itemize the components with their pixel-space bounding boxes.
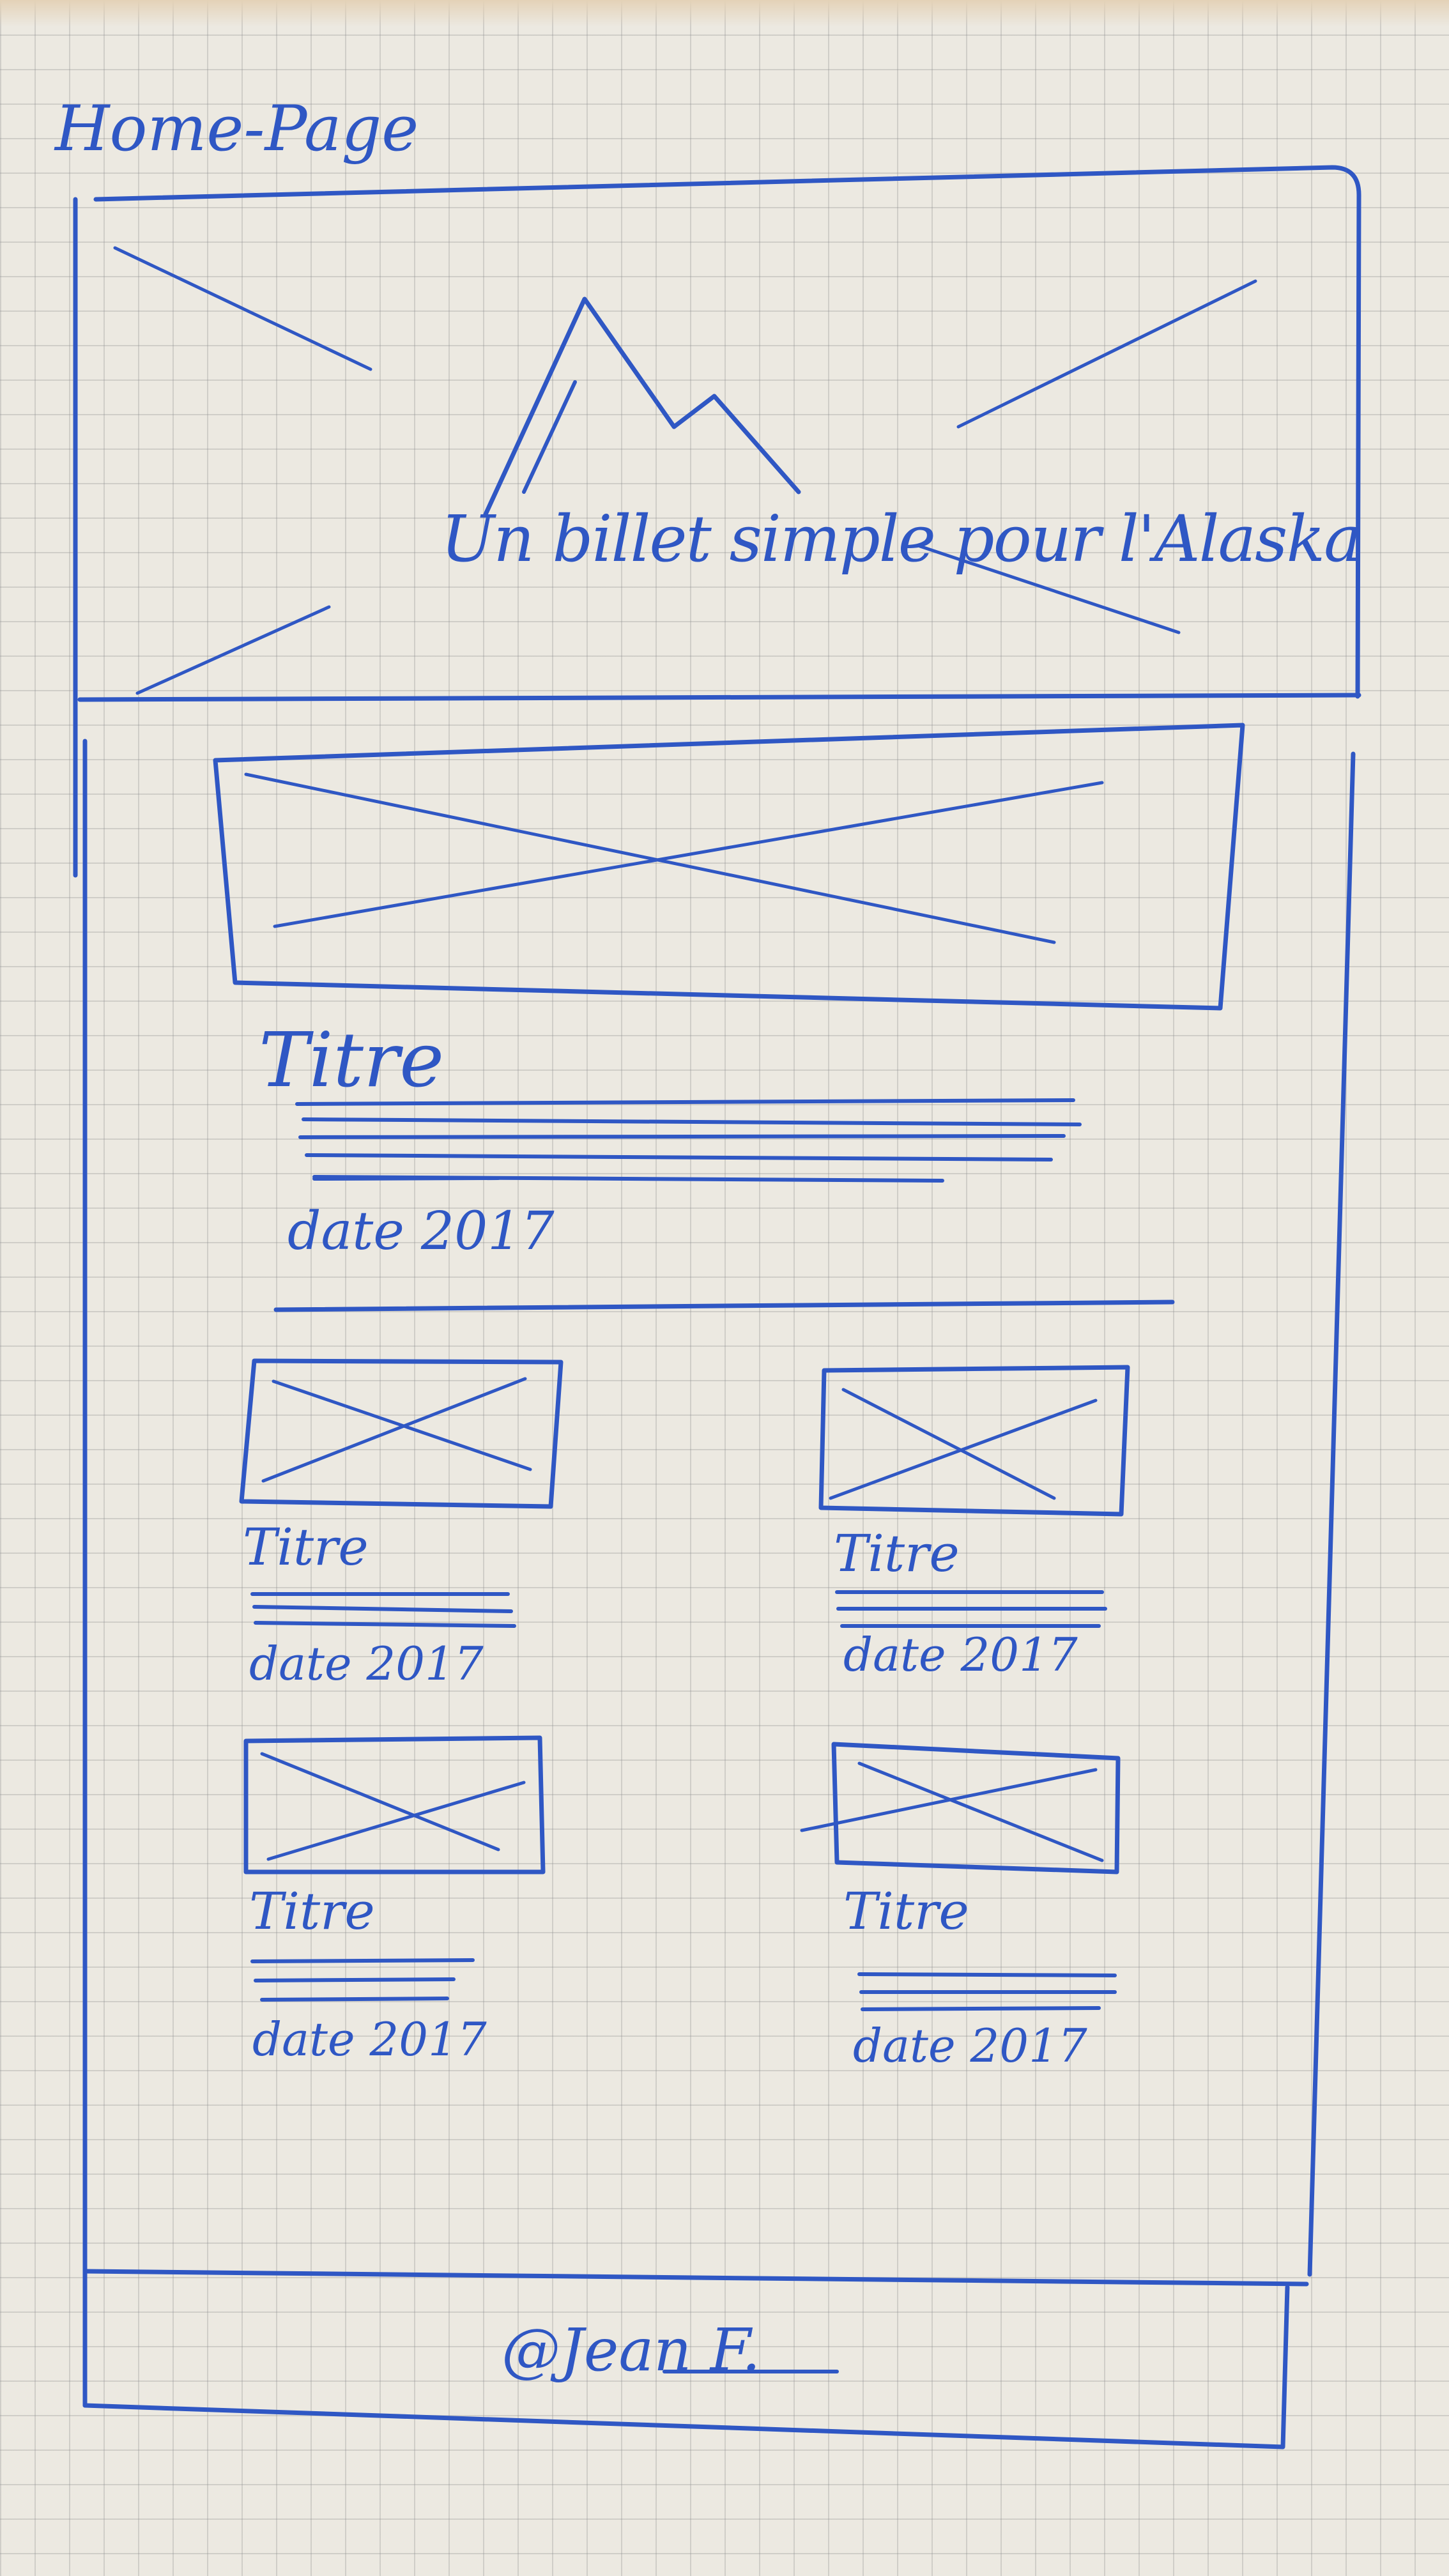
section-separator xyxy=(273,1300,1175,1312)
card-date: date 2017 xyxy=(853,2019,1087,2073)
featured-title[interactable]: Titre xyxy=(259,1016,445,1104)
footer-handle[interactable]: @Jean F. xyxy=(502,2316,761,2384)
hero-title: Un billet simple pour l'Alaska xyxy=(441,502,1362,576)
featured-image-placeholder xyxy=(213,723,1245,1011)
tape-strip xyxy=(0,0,1449,27)
hero-banner xyxy=(113,246,1257,695)
mountain-icon xyxy=(483,296,801,517)
card-image-placeholder xyxy=(243,1735,546,1874)
card-title[interactable]: Titre xyxy=(834,1524,960,1583)
card-image-placeholder xyxy=(818,1365,1130,1517)
page-label: Home-Page xyxy=(55,93,419,165)
featured-date: date 2017 xyxy=(288,1201,555,1262)
page-frame xyxy=(73,165,1361,2408)
footer-frame xyxy=(82,2269,1309,2450)
card-text-lines xyxy=(250,1590,1117,2011)
card-title[interactable]: Titre xyxy=(243,1517,369,1577)
featured-text-lines xyxy=(295,1098,1082,1183)
card-title[interactable]: Titre xyxy=(843,1882,969,1941)
card-date: date 2017 xyxy=(249,1637,484,1690)
card-title[interactable]: Titre xyxy=(249,1882,375,1941)
card-image-placeholder xyxy=(239,1358,564,1509)
card-date: date 2017 xyxy=(252,2012,487,2066)
card-image-placeholder xyxy=(800,1742,1121,1874)
card-date: date 2017 xyxy=(843,1628,1078,1682)
